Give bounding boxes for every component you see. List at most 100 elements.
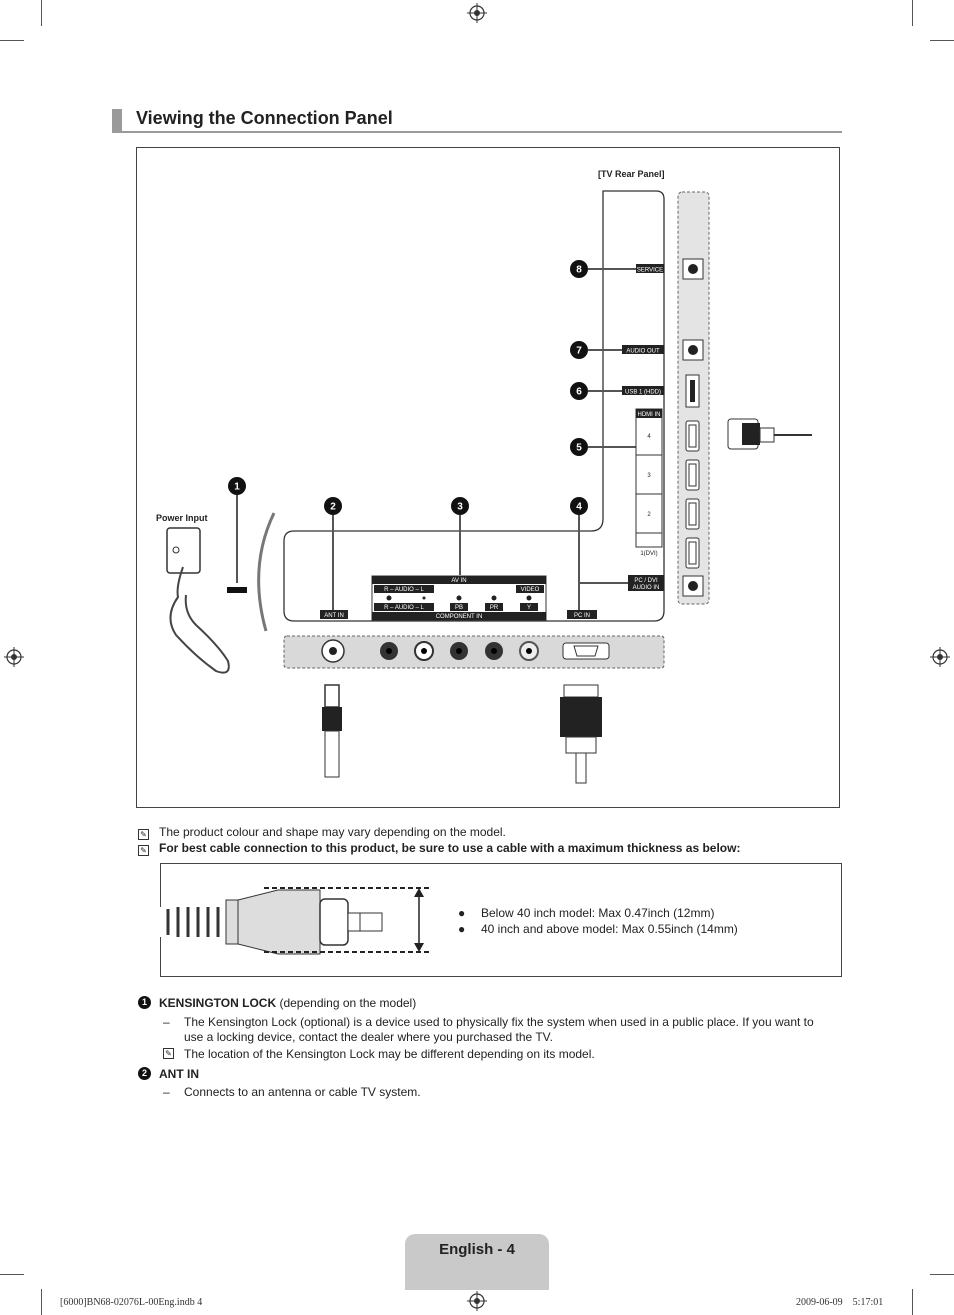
registration-mark-icon	[4, 647, 24, 667]
hdmi-in-label: HDMI IN	[638, 412, 661, 418]
pc-in-label-box	[567, 610, 597, 619]
hdmi-3-label: 3	[647, 473, 651, 479]
note-icon: ✎	[163, 1048, 174, 1059]
ant-in-port-pin	[329, 647, 337, 655]
spec-40-above: 40 inch and above model: Max 0.55inch (1…	[481, 922, 738, 936]
ant-in-label: ANT IN	[324, 613, 344, 619]
crop-mark	[41, 0, 42, 26]
note-icon: ✎	[138, 829, 149, 840]
audio-bottom-label: R – AUDIO – L	[384, 605, 424, 611]
panel-caption: [TV Rear Panel]	[598, 169, 665, 179]
callout-5-number: 5	[576, 443, 582, 454]
tv-edge-curve	[257, 512, 276, 632]
hdmi-1-port-slot	[688, 541, 697, 565]
hdmi-header-box	[636, 409, 662, 418]
av-in-label: AV IN	[451, 578, 466, 584]
pc-dvi-label: PC / DVI	[634, 578, 658, 584]
y-port-pin	[526, 648, 532, 654]
antenna-cable-body	[322, 707, 342, 731]
crop-mark	[930, 40, 954, 41]
kensington-slot	[227, 587, 247, 593]
audio-top-label: R – AUDIO – L	[384, 587, 424, 593]
callout-8-number: 8	[576, 265, 582, 276]
component-dot	[491, 595, 497, 601]
component-in-footer	[372, 612, 546, 620]
spec-list-item: ●	[458, 922, 466, 936]
av-in-header	[372, 576, 546, 584]
pr-label: PR	[490, 605, 499, 611]
callout-4-circle	[570, 497, 588, 515]
thickness-arrow-up	[414, 888, 424, 897]
note-text: The product colour and shape may vary de…	[159, 825, 506, 839]
av-audio-l-dot	[422, 596, 426, 600]
pr-box	[485, 603, 503, 611]
section-number-badge: 2	[138, 1067, 151, 1081]
callout-1-circle	[228, 477, 246, 495]
audio-out-label: AUDIO OUT	[626, 349, 660, 355]
y-box	[520, 603, 538, 611]
pc-audio-label-box	[628, 575, 664, 591]
spec-list-item: ●	[458, 906, 466, 920]
callout-4-line	[578, 515, 628, 610]
callout-3-number: 3	[457, 502, 463, 513]
callout-2-number: 2	[330, 502, 336, 513]
usb-label-box	[622, 386, 664, 395]
callout-7-number: 7	[576, 346, 582, 357]
power-cord	[169, 566, 230, 674]
tv-rear-panel-illustration	[166, 190, 812, 784]
dash-marker: –	[163, 1015, 170, 1029]
crop-mark	[0, 40, 24, 41]
title-marker	[112, 109, 122, 131]
power-input-socket	[166, 527, 201, 574]
section-item-text: The Kensington Lock (optional) is a devi…	[184, 1015, 814, 1044]
callout-3-circle	[451, 497, 469, 515]
crop-mark	[0, 1274, 24, 1275]
callout-6-circle	[570, 382, 588, 400]
dash-marker: –	[163, 1085, 170, 1099]
port-label-layer: SERVICE AUDIO OUT USB 1 (HDD) HDMI IN 4 …	[234, 265, 663, 621]
component-dot	[526, 595, 532, 601]
power-input-jack	[172, 546, 180, 554]
audio-l-port-pin	[421, 648, 427, 654]
hdmi-label-box	[635, 408, 663, 548]
cable-plug-pin	[347, 912, 383, 932]
note-cable-thickness: ✎ For best cable connection to this produ…	[138, 841, 741, 856]
usb-port-slot	[690, 380, 695, 402]
crop-mark	[912, 0, 913, 26]
component-in-label: COMPONENT IN	[436, 614, 483, 620]
pc-in-label: PC IN	[574, 613, 590, 619]
hdmi-4-label: 4	[647, 434, 651, 440]
callout-2-circle	[324, 497, 342, 515]
av-audio-r-dot	[386, 595, 392, 601]
pc-in-port-dsub	[573, 645, 599, 657]
service-port-jack	[688, 264, 698, 274]
registration-mark-icon	[467, 3, 487, 23]
audio-bottom-box	[374, 603, 434, 611]
pb-box	[450, 603, 468, 611]
pc-audio-second-line: AUDIO IN	[633, 585, 660, 591]
callout-7-circle	[570, 341, 588, 359]
audio-out-label-box	[622, 345, 664, 354]
connection-panel-diagram	[136, 147, 840, 808]
usb-label: USB 1 (HDD)	[625, 390, 661, 396]
ant-in-label-box	[320, 610, 348, 619]
cable-ridges	[166, 907, 220, 937]
y-label: Y	[527, 605, 531, 611]
cable-thickness-illustration	[160, 887, 430, 955]
section-number-badge: 1	[138, 996, 151, 1010]
note-text: For best cable connection to this produc…	[159, 841, 741, 855]
callout-8-circle	[570, 260, 588, 278]
hdmi-cable-body	[742, 423, 760, 445]
section-heading-text: KENSINGTON LOCK	[159, 996, 277, 1010]
note-icon: ✎	[138, 845, 149, 856]
registration-mark-icon	[930, 647, 950, 667]
registration-mark-icon	[467, 1291, 487, 1311]
crop-mark	[41, 1289, 42, 1315]
page-title: Viewing the Connection Panel	[136, 108, 393, 128]
vga-cable-wire	[575, 752, 587, 784]
vga-cable-body	[560, 697, 602, 737]
video-label: VIDEO	[521, 587, 540, 593]
power-input-label: Power Input	[156, 513, 208, 523]
